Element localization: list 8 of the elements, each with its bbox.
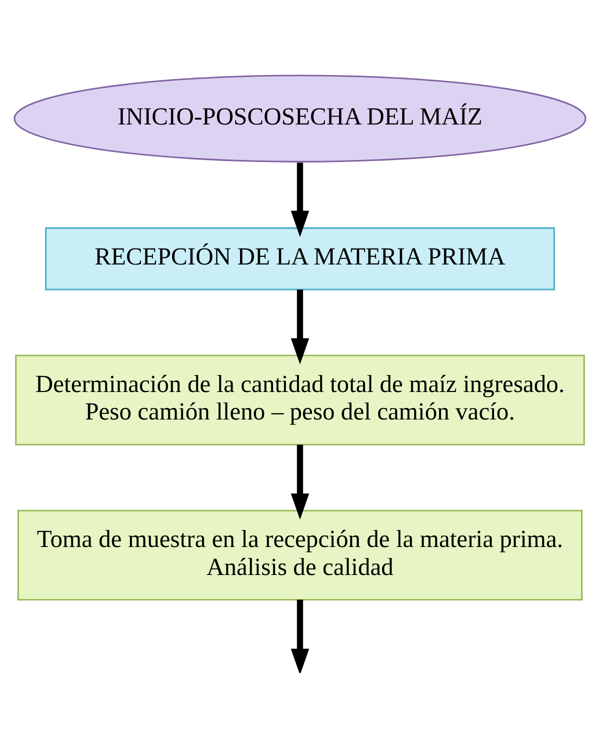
node-box: Toma de muestra en la recepción de la materia prima. Análisis de calidad [17, 510, 583, 600]
node-box: Determinación de la cantidad total de maíz ingresado. Peso camión lleno – peso del camión vacío. [15, 354, 585, 446]
arrow [290, 600, 310, 673]
arrow [290, 290, 310, 364]
arrow [290, 444, 310, 520]
node-ellipse: INICIO-POSCOSECHA DEL MAÍZ [14, 74, 586, 162]
arrow [290, 162, 310, 237]
node-box: RECEPCIÓN DE LA MATERIA PRIMA [45, 227, 555, 290]
